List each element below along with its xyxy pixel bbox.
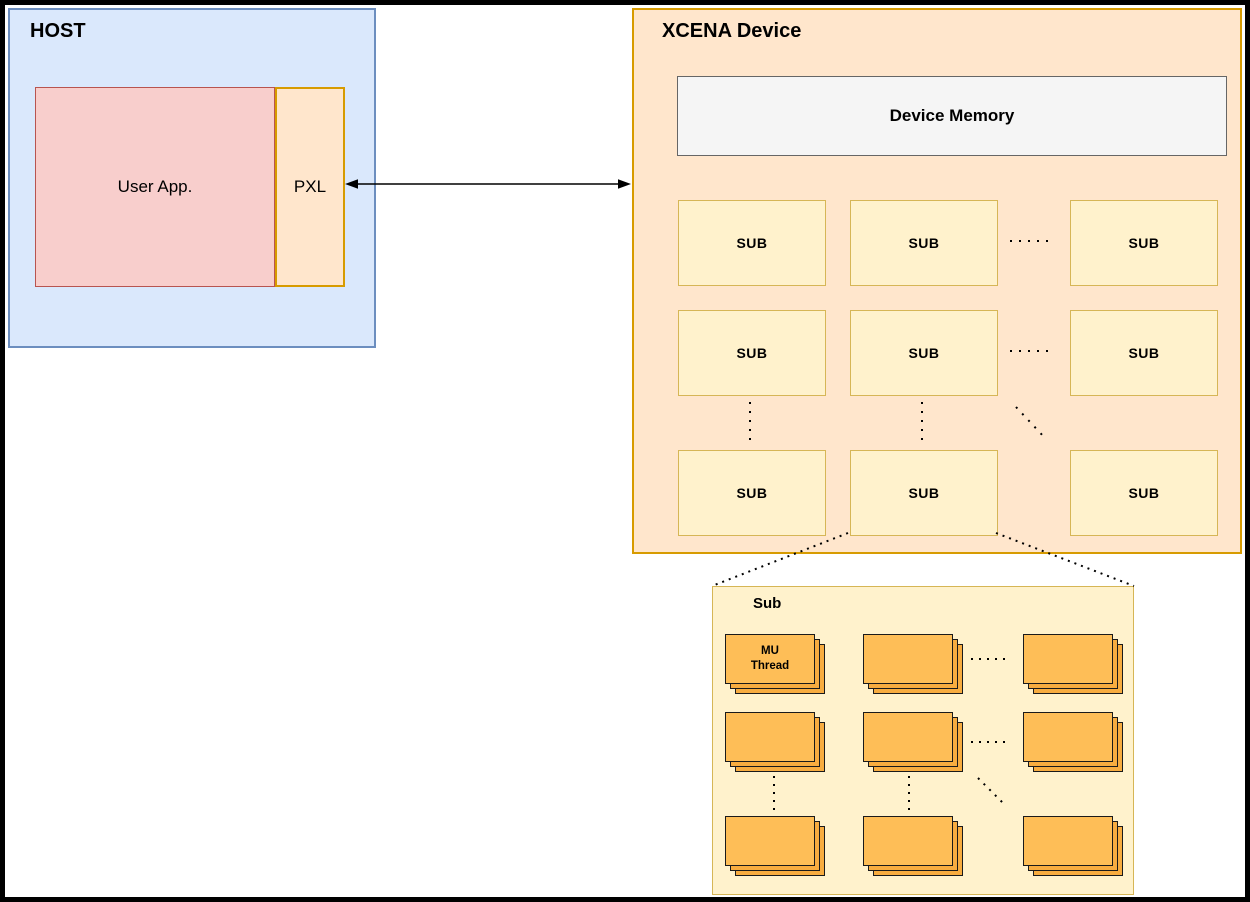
mu-thread-stack	[863, 816, 963, 876]
sub-box: SUB	[678, 310, 826, 396]
mu-thread-card	[1023, 816, 1113, 866]
device-memory-label: Device Memory	[889, 106, 1015, 125]
sub-box: SUB	[1070, 310, 1218, 396]
sub-label: SUB	[1128, 345, 1160, 361]
sub-box: SUB	[678, 450, 826, 536]
mu-thread-stack	[1023, 712, 1123, 772]
user-app-box: User App.	[35, 87, 275, 287]
xcena-device-title: XCENA Device	[662, 20, 802, 42]
sub-label: SUB	[736, 235, 768, 251]
mu-thread-stack	[1023, 816, 1123, 876]
sub-label: SUB	[736, 485, 768, 501]
mu-thread-stack	[863, 712, 963, 772]
mu-thread-card	[863, 712, 953, 762]
mu-thread-card	[1023, 712, 1113, 762]
sub-box: SUB	[850, 450, 998, 536]
mu-thread-stack	[725, 712, 825, 772]
host-device-arrow	[345, 179, 631, 189]
mu-thread-stack	[725, 816, 825, 876]
pxl-label: PXL	[293, 177, 327, 196]
mu-thread-stack: MU Thread	[725, 634, 825, 694]
sub-label: SUB	[1128, 485, 1160, 501]
sub-box: SUB	[1070, 200, 1218, 286]
pxl-box: PXL	[275, 87, 345, 287]
mu-thread-card	[725, 816, 815, 866]
mu-thread-card	[863, 634, 953, 684]
sub-label: SUB	[908, 235, 940, 251]
mu-thread-card	[863, 816, 953, 866]
xcena-device-box: XCENA Device Device Memory SUB SUB SUB S…	[632, 8, 1242, 554]
mu-thread-stack	[863, 634, 963, 694]
sub-label: SUB	[908, 485, 940, 501]
sub-label: SUB	[908, 345, 940, 361]
device-memory-box: Device Memory	[677, 76, 1227, 156]
sub-box: SUB	[850, 310, 998, 396]
host-title: HOST	[30, 20, 86, 42]
sub-label: SUB	[736, 345, 768, 361]
mu-thread-card	[1023, 634, 1113, 684]
sub-detail-title: Sub	[753, 595, 782, 612]
host-box: HOST User App. PXL	[8, 8, 376, 348]
sub-box: SUB	[678, 200, 826, 286]
sub-box: SUB	[1070, 450, 1218, 536]
mu-thread-card	[725, 712, 815, 762]
user-app-label: User App.	[117, 177, 193, 196]
sub-detail-box: Sub MU Thread	[712, 586, 1134, 895]
sub-box: SUB	[850, 200, 998, 286]
mu-thread-card: MU Thread	[725, 634, 815, 684]
mu-thread-label: MU Thread	[750, 645, 790, 672]
mu-thread-stack	[1023, 634, 1123, 694]
sub-label: SUB	[1128, 235, 1160, 251]
